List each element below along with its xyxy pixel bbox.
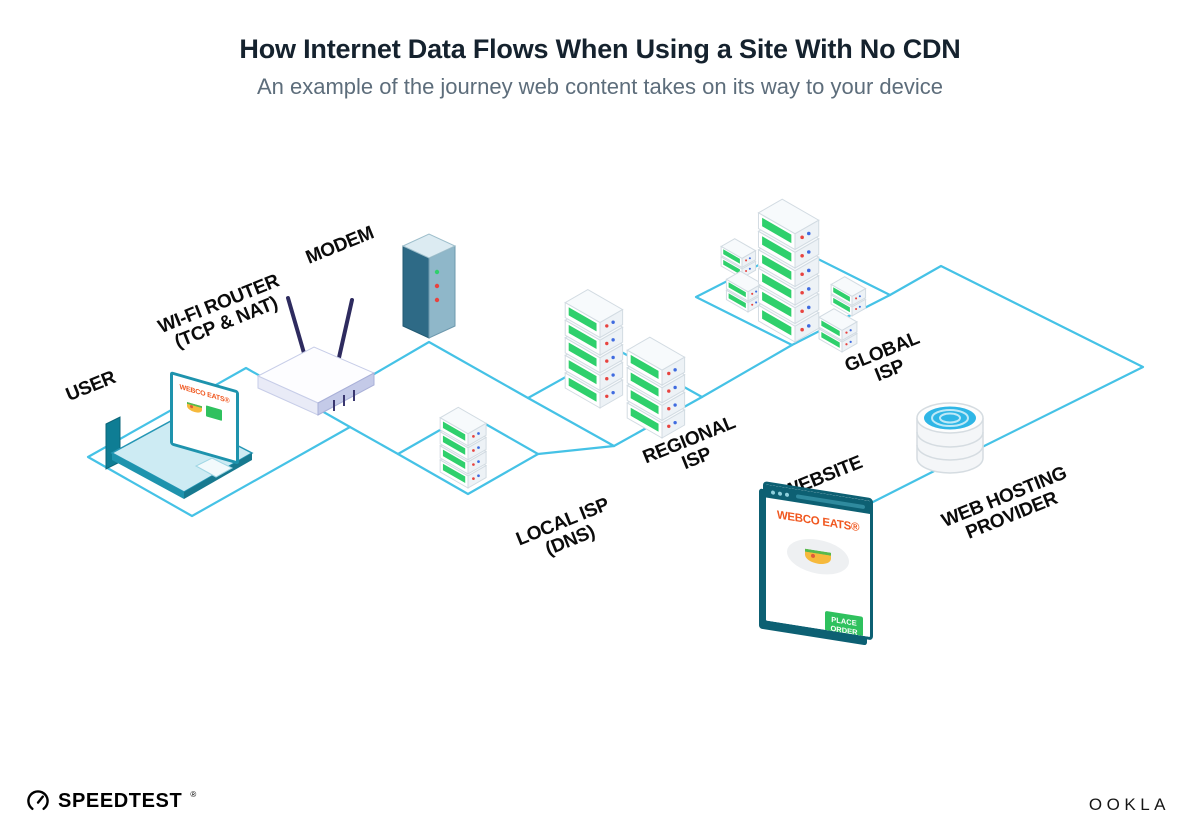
website-window: WEBCO EATS® PLACE ORDER — [763, 481, 873, 641]
page-subtitle: An example of the journey web content ta… — [256, 74, 944, 99]
header: How Internet Data Flows When Using a Sit… — [0, 34, 1200, 100]
global-isp-server-main — [757, 198, 820, 343]
connection-line — [700, 343, 794, 399]
router-antenna — [336, 298, 354, 364]
connection-line — [869, 264, 1145, 505]
taco-illustration — [805, 548, 831, 566]
speedtest-logo: SPEEDTEST ® — [26, 789, 196, 813]
modem-device — [401, 233, 457, 339]
window-dot-icon — [785, 491, 789, 497]
global-isp-server-small — [720, 238, 757, 279]
global-isp-server-small — [818, 308, 858, 353]
router-antenna — [286, 296, 308, 362]
speedtest-gauge-icon — [27, 790, 49, 810]
devices — [105, 198, 984, 499]
ookla-logo: OOKLA — [1088, 795, 1170, 814]
connection-line — [536, 444, 616, 456]
window-dot-icon — [771, 489, 775, 495]
laptop-device — [105, 415, 254, 499]
website-brand: WEBCO EATS® — [776, 509, 860, 535]
laptop-trackpad — [194, 457, 234, 478]
modem-led — [434, 283, 440, 289]
address-bar-illustration — [796, 493, 865, 509]
taco-plate-illustration — [787, 534, 849, 579]
regional-isp-servers-back — [564, 289, 624, 409]
speedtest-wordmark: SPEEDTEST — [58, 790, 183, 812]
modem-led — [434, 297, 440, 303]
speedtest-trademark: ® — [190, 790, 197, 799]
global-isp-server-small — [725, 270, 764, 313]
local-isp-server — [439, 406, 488, 489]
web-hosting-database — [916, 402, 984, 474]
page-title: How Internet Data Flows When Using a Sit… — [239, 34, 961, 64]
regional-isp-servers-front — [626, 336, 686, 439]
connection-line — [348, 425, 400, 456]
wifi-router-device — [256, 296, 376, 416]
order-badge-illustration — [206, 405, 222, 421]
modem-led — [434, 269, 440, 275]
website-page: WEBCO EATS® PLACE ORDER — [766, 507, 870, 641]
laptop-base-edge — [112, 453, 184, 499]
global-isp-server-small — [830, 276, 867, 317]
window-dot-icon — [778, 490, 782, 496]
taco-illustration-small — [187, 401, 202, 414]
